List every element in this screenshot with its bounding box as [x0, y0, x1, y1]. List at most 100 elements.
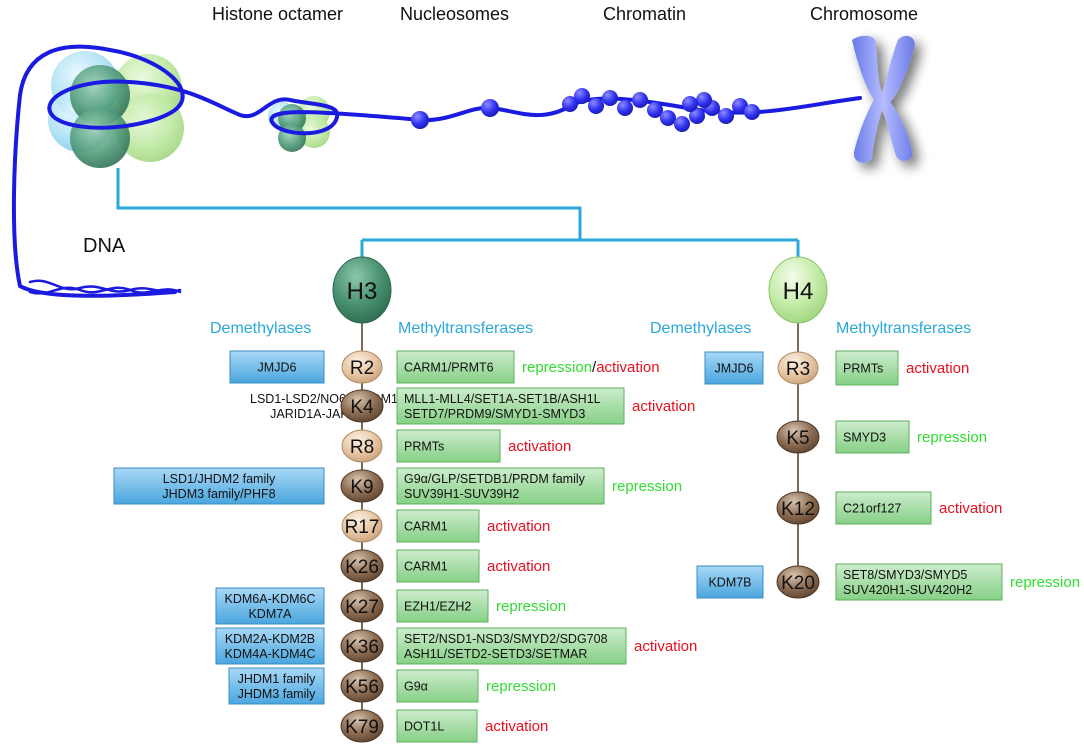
residue-node-k20: K20 — [776, 565, 820, 599]
h3-node: H3 — [332, 256, 392, 324]
stage-label-chromosome: Chromosome — [810, 4, 918, 24]
methyltransferase-text-k26-0: CARM1 — [404, 560, 448, 574]
demethylase-box-r3 — [704, 351, 764, 385]
effect-k27-repression-0: repression — [496, 598, 566, 615]
methyltransferase-box-r2 — [396, 350, 515, 384]
residue-label-r8: R8 — [350, 437, 374, 458]
demethylase-box-r2 — [229, 350, 325, 384]
methyltransferase-text-r3-0: PRMTs — [843, 362, 883, 376]
h3-row-k4: LSD1-LSD2/NO66/JHDM1JARID1A-JARID1DMLL1-… — [250, 387, 695, 425]
residue-label-k12: K12 — [781, 499, 815, 520]
effect-k5-repression-0: repression — [917, 429, 987, 446]
methyltransferase-box-r17 — [396, 509, 480, 543]
effect-k56: repression — [486, 678, 556, 695]
effect-k26: activation — [487, 558, 550, 575]
h3-label: H3 — [347, 278, 378, 305]
demethylase-text-r2-0: JMJD6 — [258, 361, 297, 375]
residue-label-k4: K4 — [350, 397, 374, 418]
effect-k36: activation — [634, 638, 697, 655]
methyltransferase-text-k36-1: ASH1L/SETD2-SETD3/SETMAR — [404, 647, 587, 661]
residue-node-k27: K27 — [340, 589, 384, 623]
effect-r8-activation-0: activation — [508, 438, 571, 455]
effect-r8: activation — [508, 438, 571, 455]
methyltransferase-box-k79 — [396, 709, 478, 743]
residue-label-k36: K36 — [345, 637, 379, 658]
demethylase-text-k27-1: KDM7A — [248, 607, 292, 621]
methyltransferase-text-k36-0: SET2/NSD1-NSD3/SMYD2/SDG708 — [404, 632, 608, 646]
h4-label: H4 — [783, 278, 814, 305]
methyltransferase-box-r8 — [396, 429, 501, 463]
residue-label-r2: R2 — [350, 358, 374, 379]
methyltransferase-text-k9-0: G9α/GLP/SETDB1/PRDM family — [404, 472, 586, 486]
demethylase-text-k9-0: LSD1/JHDM2 family — [163, 472, 276, 486]
dna-strand — [11, 44, 862, 298]
residue-label-k9: K9 — [350, 477, 373, 498]
demethylase-text-k20-0: KDM7B — [708, 576, 751, 590]
methyltransferase-text-k5-0: SMYD3 — [843, 431, 886, 445]
methyltransferase-box-r3 — [835, 350, 899, 386]
effect-k9-repression-0: repression — [612, 478, 682, 495]
methyltransferase-text-k20-1: SUV420H1-SUV420H2 — [843, 583, 972, 597]
residue-label-k56: K56 — [345, 677, 379, 698]
demethylase-box-k9 — [113, 467, 325, 505]
residue-label-k27: K27 — [345, 597, 379, 618]
h4-methyltransferases-header: Methyltransferases — [836, 320, 971, 337]
demethylase-box-k27 — [215, 587, 325, 625]
demethylase-text-k36-0: KDM2A-KDM2B — [225, 632, 315, 646]
demethylase-text-k9-1: JHDM3 family/PHF8 — [162, 487, 275, 501]
h3-row-r8: PRMTs activation R8 — [341, 429, 571, 463]
methyltransferase-box-k9 — [396, 467, 605, 505]
effect-k12-activation-0: activation — [939, 500, 1002, 517]
effect-r17: activation — [487, 518, 550, 535]
residue-node-k9: K9 — [340, 469, 384, 503]
demethylase-text-k56-1: JHDM3 family — [238, 687, 317, 701]
demethylase-text-k36-1: KDM4A-KDM4C — [225, 647, 316, 661]
h4-demethylases-header: Demethylases — [650, 320, 751, 337]
h4-node: H4 — [768, 256, 828, 324]
effect-k56-repression-0: repression — [486, 678, 556, 695]
h4-row-k5: SMYD3 repression K5 — [776, 420, 987, 454]
demethylase-text-k27-0: KDM6A-KDM6C — [225, 592, 316, 606]
effect-r2--1: / — [592, 359, 597, 376]
residue-node-k5: K5 — [776, 420, 820, 454]
residue-node-k79: K79 — [340, 709, 384, 743]
residue-node-r3: R3 — [777, 351, 819, 385]
methyltransferase-box-k27 — [396, 589, 489, 623]
methyltransferase-box-k5 — [835, 420, 910, 454]
stage-label-nucleosomes: Nucleosomes — [400, 4, 509, 24]
h3-demethylases-header: Demethylases — [210, 320, 311, 337]
methyltransferase-text-k9-1: SUV39H1-SUV39H2 — [404, 487, 519, 501]
methyltransferase-text-k20-0: SET8/SMYD3/SMYD5 — [843, 568, 967, 582]
methyltransferase-text-k4-0: MLL1-MLL4/SET1A-SET1B/ASH1L — [404, 392, 601, 406]
methyltransferase-text-k79-0: DOT1L — [404, 720, 444, 734]
methyltransferase-box-k20 — [835, 563, 1003, 601]
hierarchy-connectors — [116, 168, 800, 258]
methyltransferase-text-r8-0: PRMTs — [404, 440, 444, 454]
residue-node-k56: K56 — [340, 669, 384, 703]
methyltransferase-text-r17-0: CARM1 — [404, 520, 448, 534]
effect-k20: repression — [1010, 574, 1080, 591]
effect-k4-activation-0: activation — [632, 398, 695, 415]
histone-octamer-illustration — [48, 51, 184, 168]
residue-label-k5: K5 — [786, 428, 809, 449]
residue-node-r8: R8 — [341, 429, 383, 463]
methyltransferase-text-k56-0: G9α — [404, 680, 428, 694]
effect-r3-activation-0: activation — [906, 360, 969, 377]
methyltransferase-box-k12 — [835, 491, 932, 525]
effect-k9: repression — [612, 478, 682, 495]
effect-r2-activation-2: activation — [596, 359, 659, 376]
effect-k36-activation-0: activation — [634, 638, 697, 655]
effect-k26-activation-0: activation — [487, 558, 550, 575]
